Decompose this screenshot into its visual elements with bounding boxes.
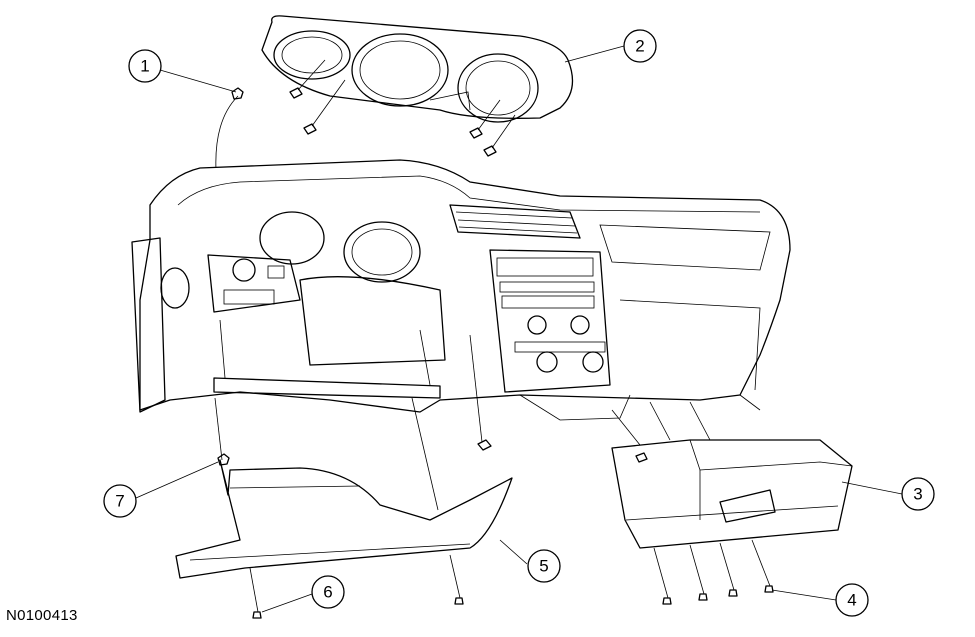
figure-id: N0100413 <box>6 607 78 624</box>
glove-box-screws-part-4 <box>653 539 774 605</box>
instrument-panel <box>131 159 791 421</box>
lower-cover-panel-part-5 <box>175 397 513 579</box>
leader-lines <box>135 45 903 613</box>
cluster-bezel <box>261 15 574 123</box>
callout-5: 5 <box>527 549 561 583</box>
callout-2-label: 2 <box>635 37 644 56</box>
callout-6-label: 6 <box>323 583 332 602</box>
callout-3: 3 <box>901 477 935 511</box>
callout-4-label: 4 <box>847 591 856 610</box>
callout-5-label: 5 <box>539 557 548 576</box>
callout-7: 7 <box>103 484 137 518</box>
lower-panel-clip <box>469 334 492 451</box>
cover-screws-part-6 <box>249 554 464 619</box>
callout-3-label: 3 <box>913 485 922 504</box>
callout-6: 6 <box>311 575 345 609</box>
glove-box-part-3 <box>611 401 853 549</box>
callout-7-label: 7 <box>115 492 124 511</box>
bezel-clips <box>289 59 516 157</box>
callout-4: 4 <box>835 583 869 617</box>
callout-2: 2 <box>623 29 657 63</box>
callout-1-label: 1 <box>140 57 149 76</box>
callout-1: 1 <box>128 49 162 83</box>
